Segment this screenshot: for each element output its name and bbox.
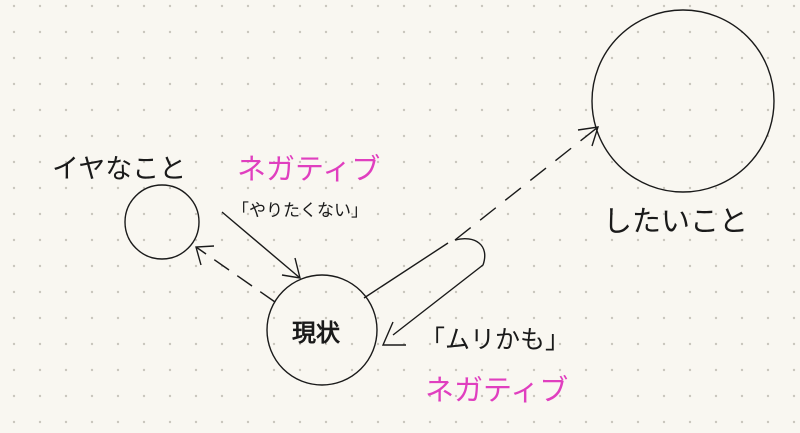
dislike-circle: [124, 184, 200, 260]
negative-label-top: ネガティブ: [237, 152, 381, 186]
current-label: 現状: [292, 319, 340, 347]
arrow-dislike-to-current: [221, 211, 301, 279]
dont-want-label: 「やりたくない」: [232, 201, 368, 221]
want-label: したいこと: [603, 204, 749, 238]
negative-label-bottom: ネガティブ: [425, 373, 569, 407]
maybe-impossible-label: 「ムリかも」: [420, 325, 571, 354]
arrow-loop-back-to-current: [381, 238, 486, 346]
arrow-current-to-dislike-dashed: [195, 245, 276, 303]
current-circle: [266, 274, 378, 386]
dislike-label: イヤなこと: [52, 154, 187, 185]
want-circle: [591, 9, 775, 193]
arrow-current-to-want-dashed: [363, 126, 600, 299]
